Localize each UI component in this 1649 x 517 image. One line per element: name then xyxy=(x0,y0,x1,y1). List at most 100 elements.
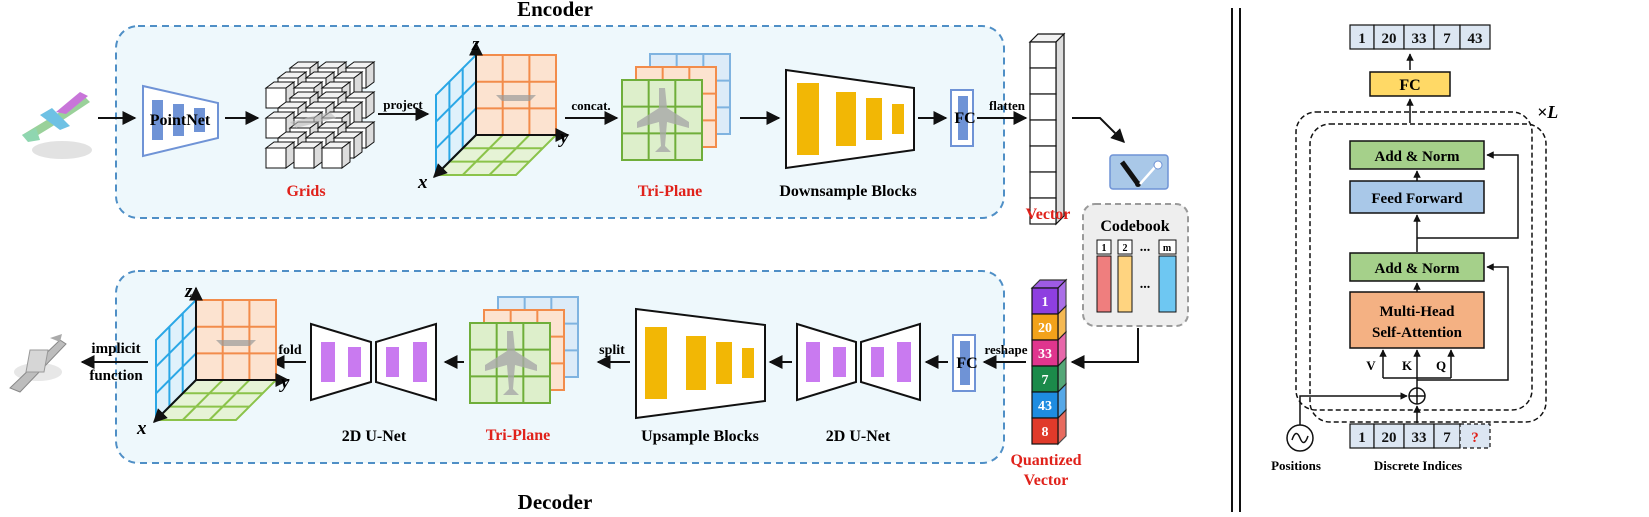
vector-cell xyxy=(1029,67,1057,95)
decoder-fc-block: FC xyxy=(952,334,978,392)
decoder-triplane-label: Tri-Plane xyxy=(486,427,551,444)
triplane-layer xyxy=(469,322,551,404)
axis-y-label: y xyxy=(558,127,569,148)
unet-right-label: 2D U-Net xyxy=(826,428,891,445)
fold-label: fold xyxy=(278,343,302,358)
axis-x-label: x xyxy=(417,172,428,193)
token-cell: 33 xyxy=(1403,423,1435,449)
token-cell: 43 xyxy=(1459,24,1491,50)
feed-forward-label: Feed Forward xyxy=(1371,191,1463,207)
quantized-label-line2: Vector xyxy=(1024,472,1069,489)
positions-icon xyxy=(1286,424,1314,452)
downsample-label: Downsample Blocks xyxy=(779,183,916,200)
positional-add-circle xyxy=(1299,387,1426,438)
latent-vector-column xyxy=(1028,32,1066,226)
quantized-value: 43 xyxy=(1038,399,1052,414)
upsample-label: Upsample Blocks xyxy=(641,428,759,445)
unet-left-label: 2D U-Net xyxy=(342,428,407,445)
add-norm-bottom-label: Add & Norm xyxy=(1375,261,1461,277)
encoder-triplane-stack xyxy=(621,53,731,161)
add-norm-top-label: Add & Norm xyxy=(1375,149,1461,165)
codebook-panel: Codebook 1 2 ... ... m xyxy=(1082,203,1189,327)
token-value: 7 xyxy=(1443,430,1451,446)
upsample-blocks xyxy=(635,307,766,420)
repeat-l-label: ×L xyxy=(1537,102,1558,122)
vector-cell xyxy=(1029,41,1057,69)
v-label: V xyxy=(1366,358,1376,373)
flatten-label: flatten xyxy=(989,98,1026,113)
transformer-fc-block: FC xyxy=(1369,71,1451,97)
codebook-dots-top: ... xyxy=(1140,240,1151,255)
pointnet-label: PointNet xyxy=(150,112,211,129)
encoder-triplane-label: Tri-Plane xyxy=(638,183,703,200)
vector-cell xyxy=(1029,145,1057,173)
quantized-cell: 1 xyxy=(1031,278,1067,316)
vkq-connections: V K Q xyxy=(1366,263,1509,388)
grid-cube xyxy=(264,141,296,169)
implicit-label-line1: implicit xyxy=(91,341,140,357)
multi-head-attention-block: Multi-Head Self-Attention xyxy=(1349,291,1485,349)
token-value: 33 xyxy=(1412,31,1427,47)
quantized-cell: 8 xyxy=(1031,408,1067,446)
decoder-fc-label: FC xyxy=(956,355,977,372)
add-norm-bottom-block: Add & Norm xyxy=(1349,252,1485,282)
positions-label: Positions xyxy=(1271,458,1321,473)
q-label: Q xyxy=(1436,358,1446,373)
grid-cube xyxy=(292,141,324,169)
output-mesh-image xyxy=(9,334,67,393)
encoder-title: Encoder xyxy=(517,0,593,21)
token-cell: 20 xyxy=(1373,24,1405,50)
vector-cell xyxy=(1029,93,1057,121)
quantized-value: 7 xyxy=(1042,373,1049,388)
input-point-cloud-image xyxy=(22,92,92,159)
mhsa-label-line2: Self-Attention xyxy=(1372,325,1463,341)
unet-block-right xyxy=(796,322,921,402)
token-cell: 33 xyxy=(1403,24,1435,50)
token-cell: 7 xyxy=(1433,423,1461,449)
quantized-cell: 7 xyxy=(1031,356,1067,394)
k-label: K xyxy=(1402,358,1413,373)
vector-cell xyxy=(1029,171,1057,199)
token-cell: 7 xyxy=(1433,24,1461,50)
transformer-layer-frame: ×L xyxy=(1295,102,1558,423)
token-cell: 1 xyxy=(1349,423,1375,449)
token-value: 1 xyxy=(1358,31,1366,47)
token-value: 1 xyxy=(1358,430,1366,446)
codebook-entry-m: m xyxy=(1163,243,1172,254)
pointnet-block: PointNet xyxy=(142,84,219,158)
codebook-dots-bottom: ... xyxy=(1140,277,1151,292)
vector-cell xyxy=(1029,197,1057,225)
implicit-label-line2: function xyxy=(89,368,143,384)
split-label: split xyxy=(599,343,625,358)
discrete-indices-label: Discrete Indices xyxy=(1374,458,1462,473)
token-value: 43 xyxy=(1468,31,1483,47)
quantized-cell: 33 xyxy=(1031,330,1067,368)
downsample-blocks xyxy=(785,68,915,170)
vector-cell xyxy=(1029,119,1057,147)
quantized-value: 1 xyxy=(1042,295,1049,310)
output-token-row: 1 20 33 7 43 xyxy=(1349,24,1491,50)
unet-block-left xyxy=(310,322,437,402)
decoder-axis-y-label: y xyxy=(279,372,290,393)
grids-cubes xyxy=(264,61,376,169)
encoder-projection-planes xyxy=(433,41,570,178)
decoder-title: Decoder xyxy=(518,490,593,514)
codebook-entry-1: 1 xyxy=(1102,243,1107,254)
decoder-axis-x-label: x xyxy=(136,418,147,439)
quantization-switch xyxy=(1072,117,1169,190)
add-norm-top-block: Add & Norm xyxy=(1349,140,1485,170)
token-value: 7 xyxy=(1443,31,1451,47)
feed-forward-block: Feed Forward xyxy=(1349,180,1485,214)
token-value: ? xyxy=(1471,430,1479,446)
concat-label: concat. xyxy=(571,98,610,113)
axis-z-label: z xyxy=(471,34,480,55)
quantized-value: 33 xyxy=(1038,347,1052,362)
token-cell: ? xyxy=(1459,423,1491,449)
decoder-triplane-stack xyxy=(469,296,579,404)
quantized-cell: 43 xyxy=(1031,382,1067,420)
decoder-axis-z-label: z xyxy=(184,281,193,302)
grid-cube xyxy=(320,141,352,169)
